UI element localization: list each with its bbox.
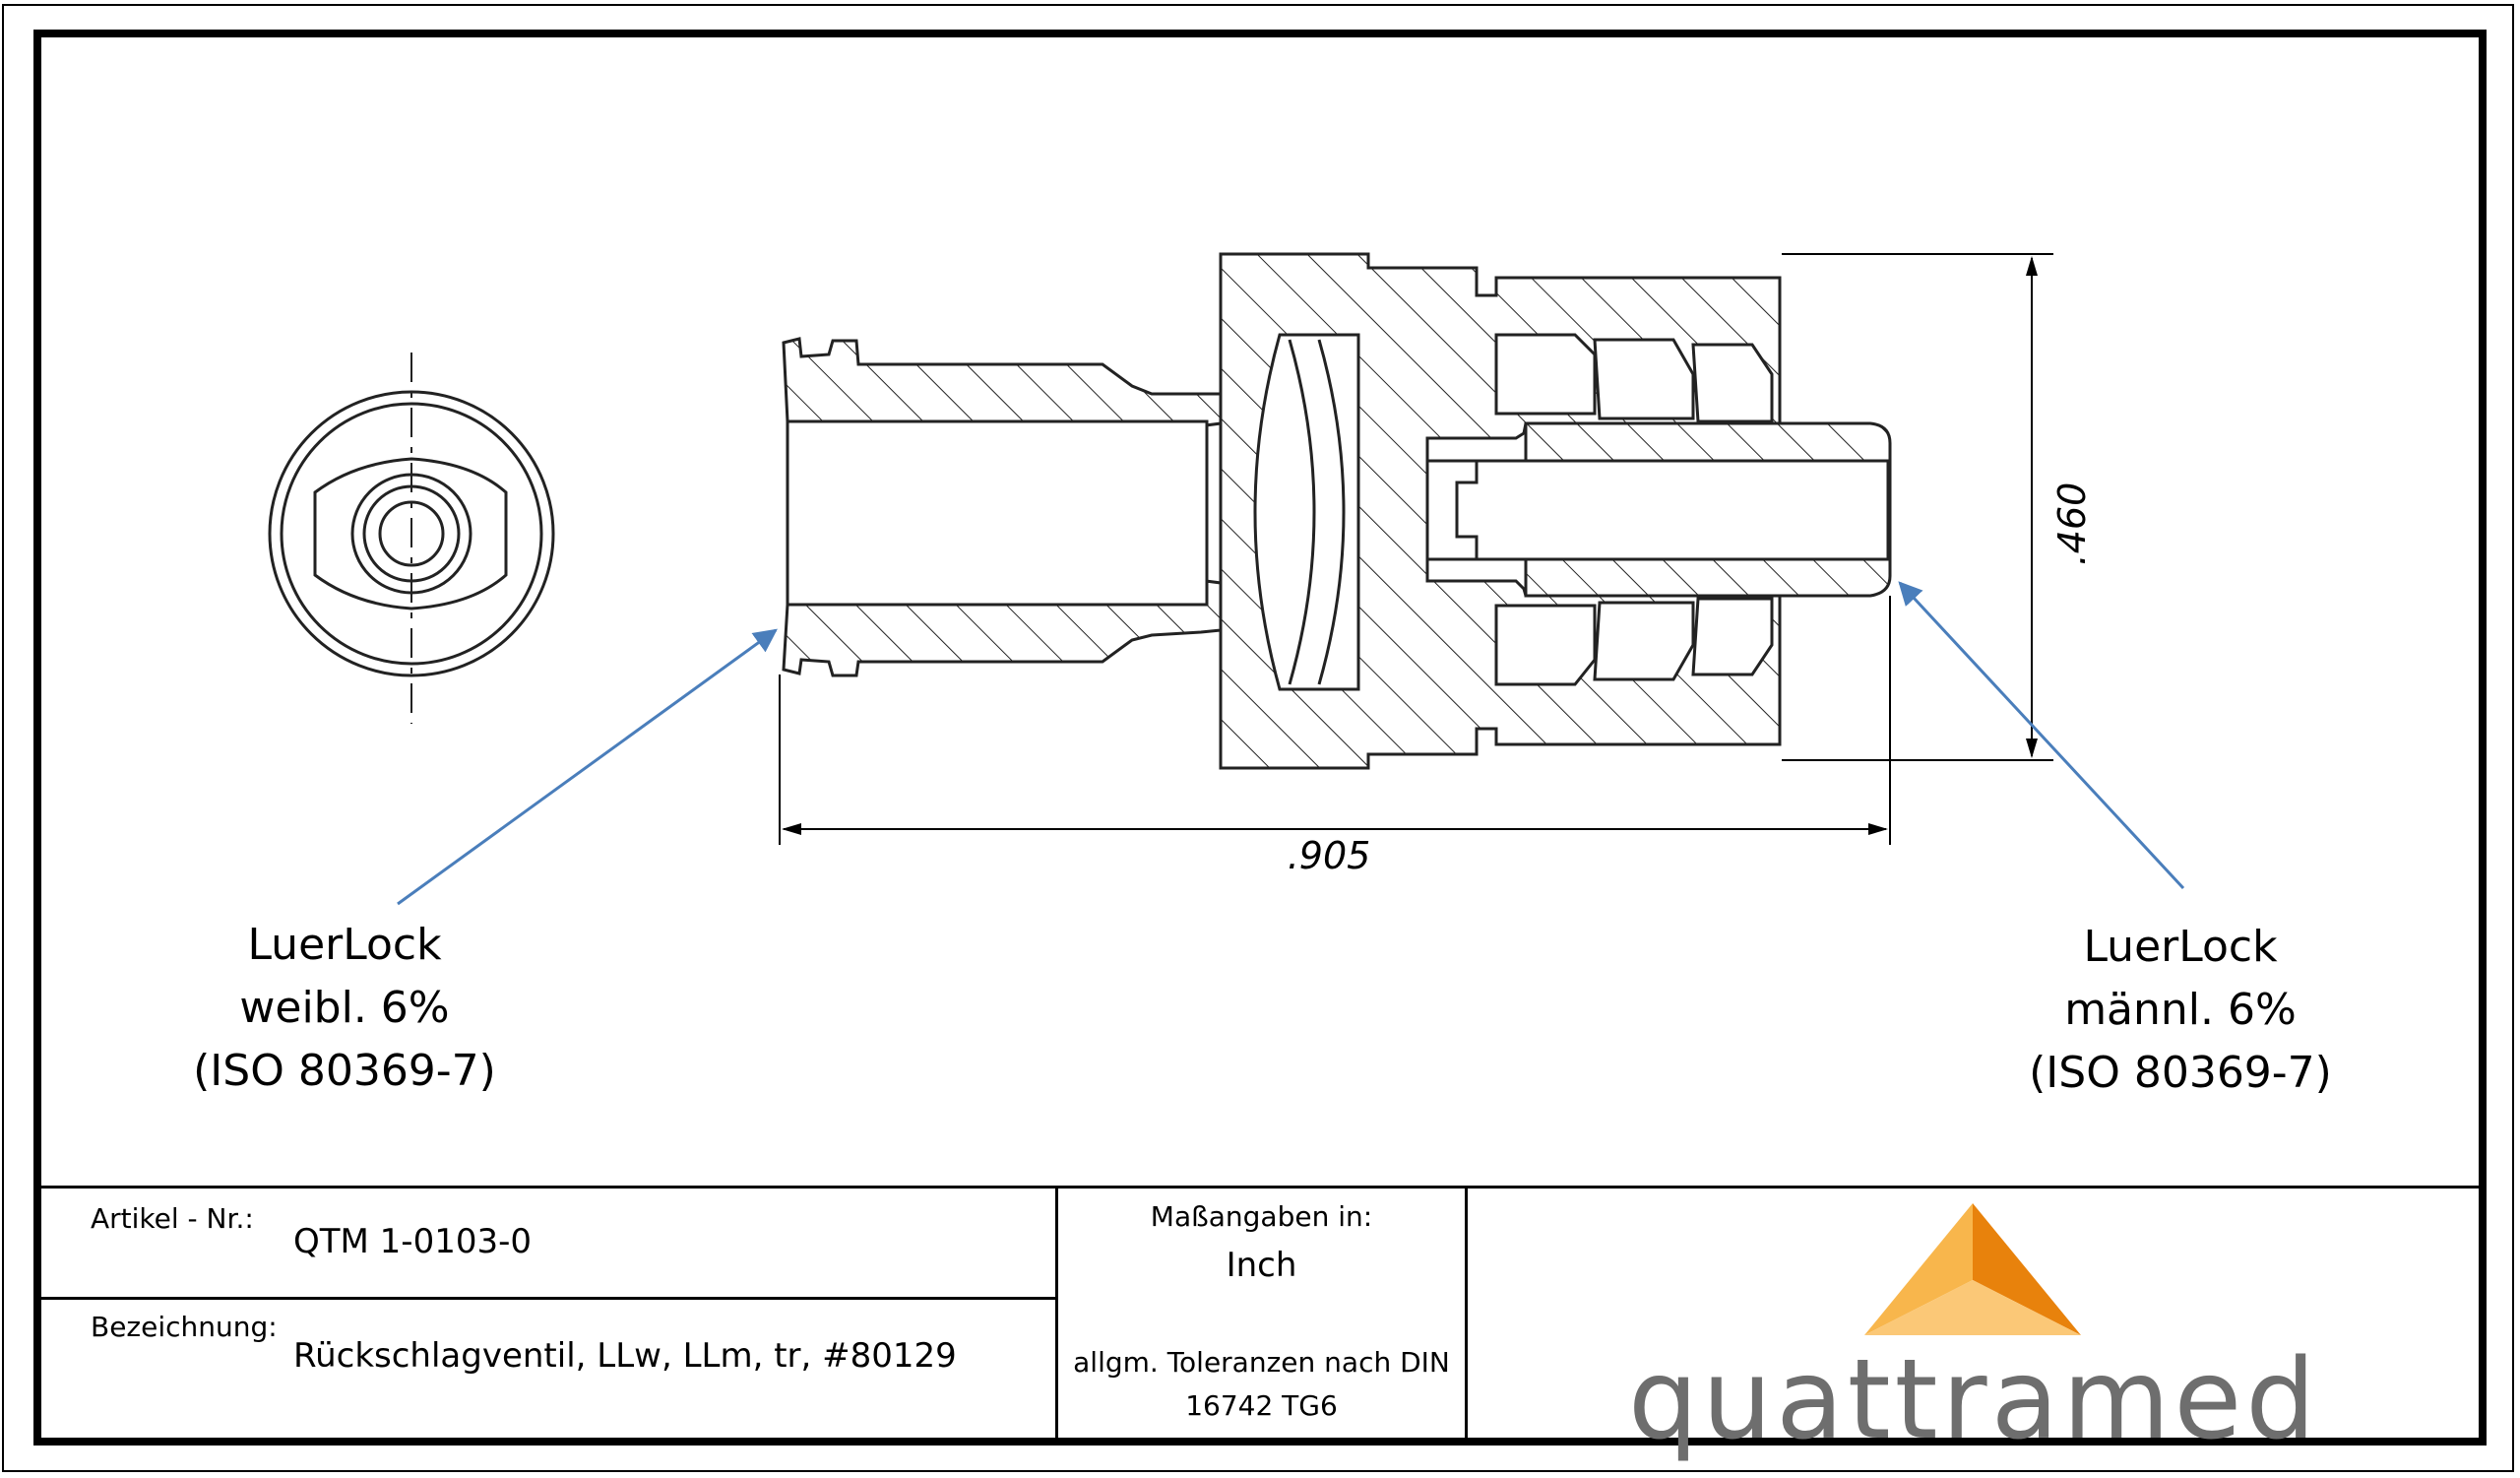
title-block-divider-1	[1055, 1189, 1058, 1441]
valve-cross-section	[782, 252, 1892, 770]
title-block: Artikel - Nr.: QTM 1-0103-0 Bezeichnung:…	[41, 1186, 2479, 1464]
article-label: Artikel - Nr.:	[91, 1202, 254, 1235]
left-callout-line3: (ISO 80369-7)	[193, 1046, 496, 1096]
left-callout-line2: weibl. 6%	[239, 983, 450, 1033]
left-callout-line1: LuerLock	[247, 920, 442, 970]
dimension-lines	[779, 253, 2053, 845]
outer-border	[2, 4, 2514, 1472]
designation-value: Rückschlagventil, LLw, LLm, tr, #80129	[293, 1336, 957, 1376]
left-callout-arrow	[397, 628, 778, 906]
title-block-row-divider	[41, 1297, 1057, 1300]
right-callout-line2: männl. 6%	[2064, 985, 2297, 1035]
drawing-frame	[33, 30, 2487, 1446]
end-view	[268, 353, 555, 724]
right-callout: LuerLock männl. 6% (ISO 80369-7)	[2003, 916, 2358, 1105]
title-block-divider-2	[1465, 1189, 1468, 1441]
left-callout: LuerLock weibl. 6% (ISO 80369-7)	[167, 914, 522, 1103]
right-callout-line1: LuerLock	[2083, 922, 2278, 972]
units-label: Maßangaben in:	[1150, 1200, 1373, 1233]
designation-label: Bezeichnung:	[91, 1311, 278, 1343]
right-callout-line3: (ISO 80369-7)	[2029, 1048, 2332, 1098]
dim-length-label: .905	[1288, 834, 1371, 877]
tolerance-line2: 16742 TG6	[1185, 1389, 1338, 1422]
article-value: QTM 1-0103-0	[293, 1222, 533, 1261]
logo-wordmark: quattramed	[1628, 1336, 2320, 1464]
tolerance-line1: allgm. Toleranzen nach DIN	[1073, 1346, 1450, 1379]
logo-triangle	[1864, 1203, 2081, 1335]
right-callout-arrow	[1898, 581, 2185, 890]
units-value: Inch	[1226, 1246, 1297, 1285]
dim-height-label: .460	[2050, 482, 2094, 566]
